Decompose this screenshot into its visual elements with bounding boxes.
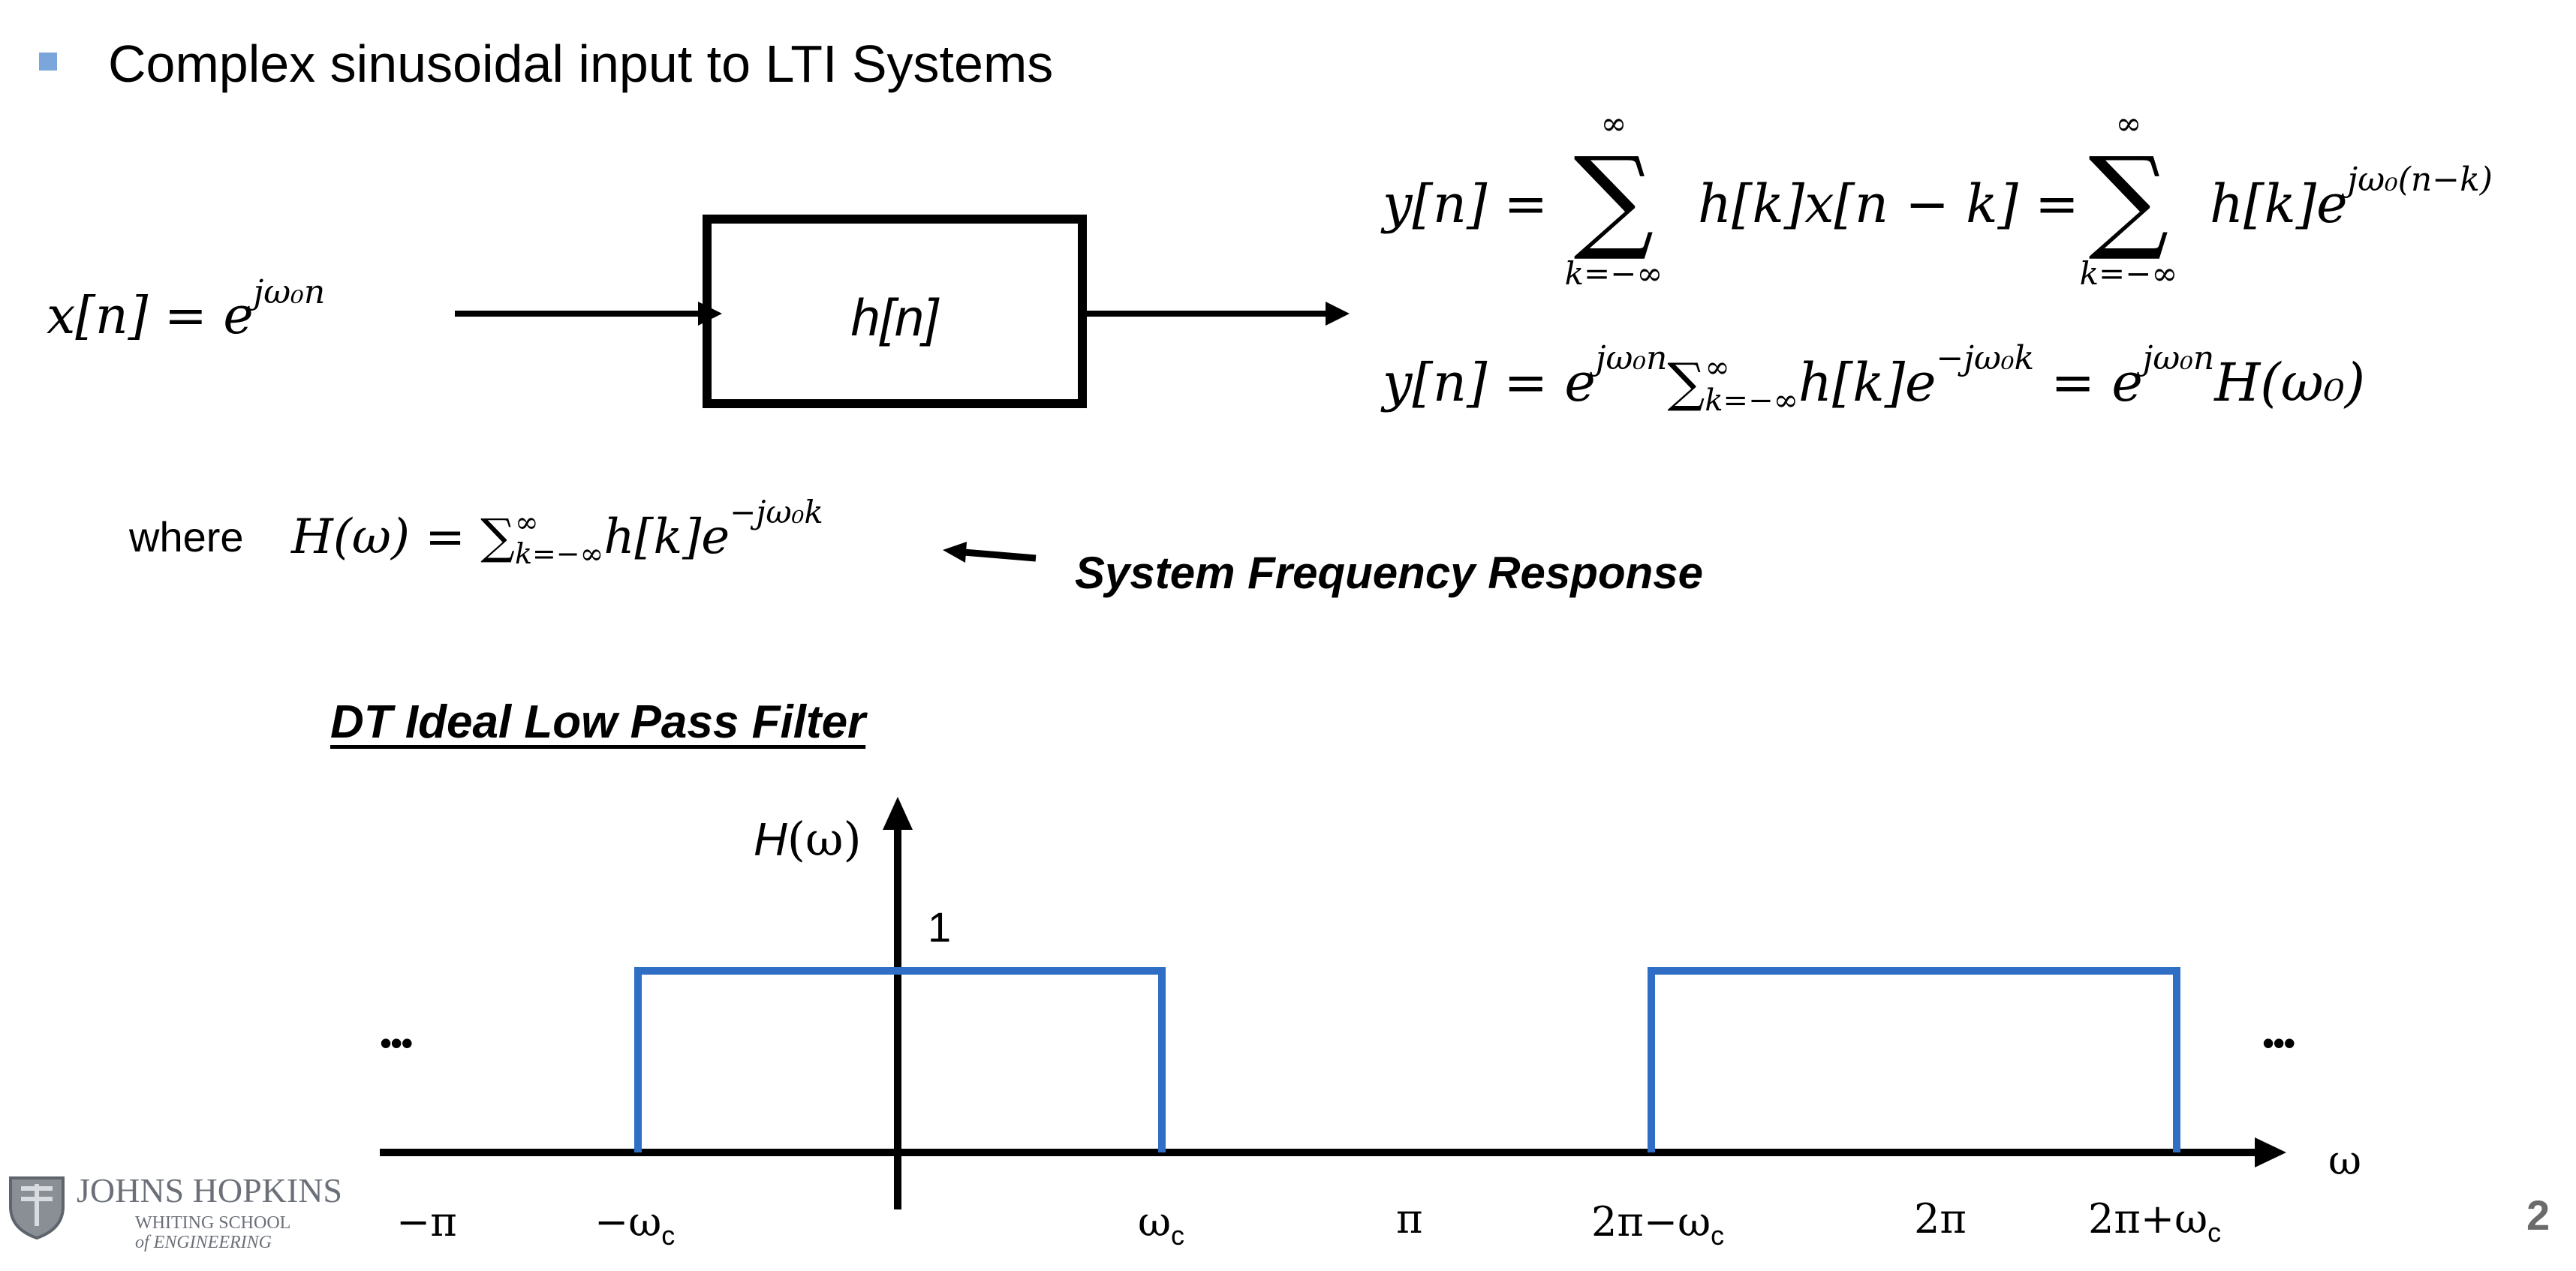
- block-label: h[n]: [850, 288, 939, 347]
- tick-label-minus-omega-c: −ωc: [594, 1198, 676, 1251]
- tick-label-2pi-plus-omega-c: 2π+ωc: [2088, 1195, 2222, 1248]
- bullet-marker: [39, 53, 57, 71]
- passband-level-label: 1: [928, 903, 952, 951]
- eq1-term2: h[k]ejω₀(n−k): [2210, 160, 2493, 235]
- page-number: 2: [2526, 1191, 2550, 1239]
- shield-icon: [9, 1176, 65, 1240]
- slide-title: Complex sinusoidal input to LTI Systems: [108, 35, 1054, 93]
- frequency-response-equation: H(ω) = ∑∞k=−∞h[k]e−jω₀k: [291, 493, 823, 570]
- tick-label-omega-c: ωc: [1138, 1198, 1185, 1251]
- filter-plot: [380, 797, 2286, 1209]
- y-axis-label: H(ω): [754, 812, 862, 867]
- ellipsis-right: •••: [2262, 1023, 2295, 1062]
- ellipsis-left: •••: [380, 1023, 413, 1062]
- tick-label-2pi-minus-omega-c: 2π−ωc: [1591, 1198, 1725, 1251]
- filter-plot-title: DT Ideal Low Pass Filter: [330, 696, 866, 748]
- logo-line-1: JOHNS HOPKINS: [77, 1171, 343, 1209]
- eq1-sum-2: ∞ ∑ k=−∞: [2079, 105, 2178, 292]
- where-word: where: [129, 513, 244, 560]
- input-signal-label: x[n] = ejω₀n: [47, 273, 326, 346]
- passband-center: [634, 967, 1166, 1152]
- annotation-arrow: [943, 542, 1037, 563]
- output-arrow-head: [1326, 302, 1350, 326]
- eq1-sum-1: ∞ ∑ k=−∞: [1564, 105, 1663, 292]
- tick-label-2pi: 2π: [1914, 1195, 1967, 1242]
- system-block: [703, 215, 1087, 408]
- university-logo: JOHNS HOPKINS WHITING SCHOOL of ENGINEER…: [8, 1170, 342, 1253]
- x-axis-arrow: [2255, 1137, 2286, 1167]
- x-axis-label: ω: [2328, 1137, 2362, 1184]
- eq1-lhs: y[n] =: [1383, 173, 1548, 235]
- logo-line-2: WHITING SCHOOL: [135, 1213, 291, 1233]
- passband-2pi: [1648, 967, 2180, 1152]
- tick-label-minus-pi: −π: [396, 1198, 457, 1245]
- block-diagram: [455, 215, 1350, 408]
- eq1-term1: h[k]x[n − k] =: [1698, 173, 2079, 235]
- eq2: y[n] = ejω₀n∑∞k=−∞h[k]e−jω₀k = ejω₀nH(ω₀…: [1383, 338, 2366, 418]
- logo-line-3: of ENGINEERING: [135, 1233, 272, 1252]
- y-axis-arrow: [883, 797, 913, 830]
- tick-label-pi: π: [1396, 1195, 1423, 1242]
- system-frequency-response-label: System Frequency Response: [1075, 548, 1703, 598]
